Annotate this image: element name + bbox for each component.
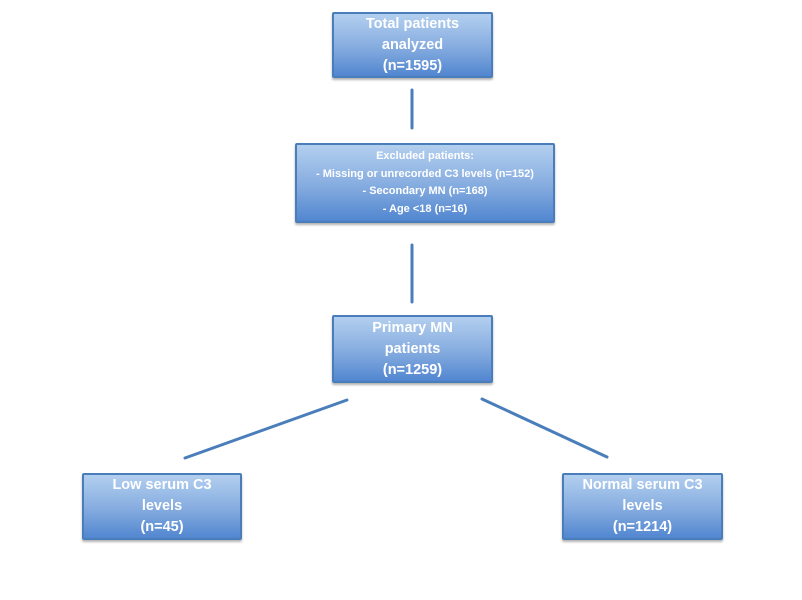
node-text-line: - Secondary MN (n=168)	[362, 185, 488, 197]
node-text-line: levels	[622, 498, 663, 514]
node-text-line: (n=1214)	[612, 519, 673, 535]
node-text-line: Excluded patients:	[376, 150, 474, 162]
node-text-line: - Age <18 (n=16)	[382, 202, 468, 215]
connector-primary-low	[183, 398, 349, 460]
connector-primary-normal	[480, 397, 609, 459]
node-text-line: (n=45)	[140, 519, 184, 535]
node-text-line: Normal serum C3	[582, 477, 703, 493]
node-text-line: Total patients	[365, 15, 460, 32]
node-text-line: (n=1595)	[382, 57, 443, 74]
node-text-line: - Missing or unrecorded C3 levels (n=152…	[316, 167, 534, 180]
node-text-line: levels	[141, 498, 183, 514]
node-text-line: patients	[384, 340, 441, 357]
node-low-serum-c3: Low serum C3 levels (n=45)	[82, 473, 242, 540]
node-excluded-patients: Excluded patients: - Missing or unrecord…	[295, 143, 555, 223]
node-text-line: Primary MN	[372, 319, 453, 336]
node-text-line: analyzed	[381, 36, 444, 53]
node-text-line: Low serum C3	[112, 477, 212, 493]
node-text-line: (n=1259)	[382, 361, 443, 378]
node-total-patients: Total patients analyzed (n=1595)	[332, 12, 493, 78]
node-normal-serum-c3: Normal serum C3 levels (n=1214)	[562, 473, 723, 540]
node-primary-mn-patients: Primary MN patients (n=1259)	[332, 315, 493, 383]
